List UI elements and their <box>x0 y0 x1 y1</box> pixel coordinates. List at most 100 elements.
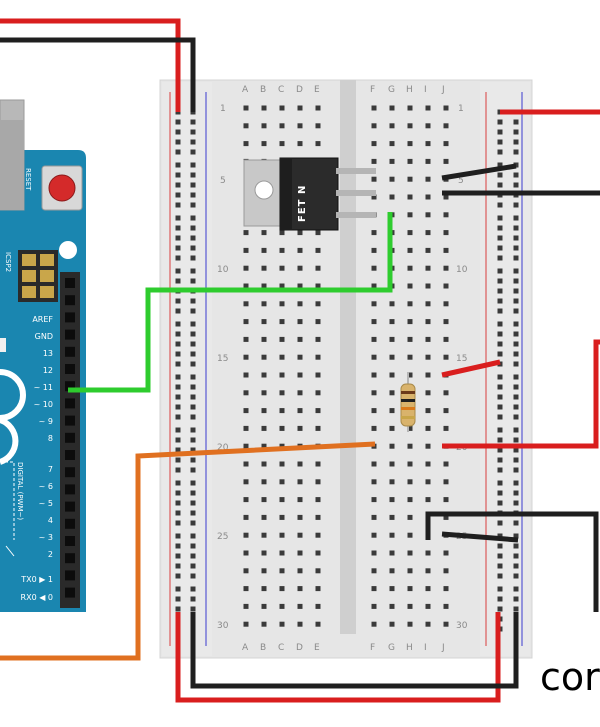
breadboard-hole[interactable] <box>175 480 181 486</box>
breadboard-hole[interactable] <box>261 105 267 111</box>
breadboard-hole[interactable] <box>443 158 449 164</box>
breadboard-hole[interactable] <box>297 532 303 538</box>
breadboard-hole[interactable] <box>190 404 196 410</box>
breadboard-hole[interactable] <box>389 319 395 325</box>
breadboard-hole[interactable] <box>513 288 519 294</box>
breadboard-hole[interactable] <box>175 586 181 592</box>
breadboard-hole[interactable] <box>513 480 519 486</box>
breadboard-hole[interactable] <box>190 298 196 304</box>
breadboard-hole[interactable] <box>190 457 196 463</box>
breadboard-hole[interactable] <box>315 514 321 520</box>
breadboard-hole[interactable] <box>190 278 196 284</box>
breadboard-hole[interactable] <box>371 141 377 147</box>
breadboard-hole[interactable] <box>389 497 395 503</box>
breadboard-hole[interactable] <box>497 235 503 241</box>
breadboard-hole[interactable] <box>425 354 431 360</box>
breadboard-hole[interactable] <box>279 514 285 520</box>
breadboard-hole[interactable] <box>315 319 321 325</box>
breadboard-hole[interactable] <box>279 621 285 627</box>
breadboard-hole[interactable] <box>261 586 267 592</box>
header-pin[interactable] <box>65 346 75 357</box>
breadboard-hole[interactable] <box>175 427 181 433</box>
breadboard-hole[interactable] <box>389 532 395 538</box>
breadboard-hole[interactable] <box>371 514 377 520</box>
header-pin[interactable] <box>65 364 75 374</box>
wire-black-top-left[interactable] <box>0 37 196 112</box>
breadboard-hole[interactable] <box>190 255 196 261</box>
header-pin[interactable] <box>65 570 75 581</box>
breadboard-hole[interactable] <box>425 461 431 467</box>
breadboard-hole[interactable] <box>371 123 377 129</box>
breadboard-hole[interactable] <box>407 212 413 218</box>
breadboard-hole[interactable] <box>243 247 249 253</box>
wire-red-bottom-loop[interactable] <box>175 612 501 703</box>
breadboard-hole[interactable] <box>243 443 249 449</box>
breadboard-hole[interactable] <box>371 461 377 467</box>
breadboard-hole[interactable] <box>513 351 519 357</box>
breadboard-hole[interactable] <box>389 158 395 164</box>
breadboard-hole[interactable] <box>389 301 395 307</box>
breadboard-hole[interactable] <box>190 573 196 579</box>
breadboard-hole[interactable] <box>497 500 503 506</box>
breadboard-hole[interactable] <box>513 341 519 347</box>
breadboard-hole[interactable] <box>175 361 181 367</box>
breadboard-hole[interactable] <box>371 283 377 289</box>
breadboard-hole[interactable] <box>175 341 181 347</box>
breadboard-hole[interactable] <box>513 139 519 145</box>
breadboard-hole[interactable] <box>175 447 181 453</box>
breadboard-hole[interactable] <box>243 425 249 431</box>
breadboard-hole[interactable] <box>297 123 303 129</box>
breadboard-hole[interactable] <box>279 283 285 289</box>
breadboard-hole[interactable] <box>425 479 431 485</box>
breadboard-hole[interactable] <box>175 235 181 241</box>
breadboard-hole[interactable] <box>190 414 196 420</box>
breadboard-hole[interactable] <box>425 603 431 609</box>
breadboard-hole[interactable] <box>497 139 503 145</box>
breadboard-hole[interactable] <box>190 394 196 400</box>
breadboard-hole[interactable] <box>190 202 196 208</box>
breadboard-hole[interactable] <box>243 621 249 627</box>
breadboard-hole[interactable] <box>425 230 431 236</box>
breadboard-hole[interactable] <box>407 176 413 182</box>
breadboard-hole[interactable] <box>190 467 196 473</box>
breadboard-hole[interactable] <box>175 225 181 231</box>
breadboard-hole[interactable] <box>279 550 285 556</box>
breadboard-hole[interactable] <box>175 573 181 579</box>
breadboard-hole[interactable] <box>497 215 503 221</box>
breadboard-hole[interactable] <box>407 514 413 520</box>
wire-black-rail-jumper[interactable] <box>441 531 519 543</box>
breadboard-hole[interactable] <box>407 123 413 129</box>
header-pin[interactable] <box>65 432 75 443</box>
breadboard-hole[interactable] <box>513 308 519 314</box>
breadboard-hole[interactable] <box>513 404 519 410</box>
breadboard-hole[interactable] <box>175 533 181 539</box>
breadboard-hole[interactable] <box>243 265 249 271</box>
breadboard-hole[interactable] <box>371 265 377 271</box>
breadboard-hole[interactable] <box>497 553 503 559</box>
breadboard-hole[interactable] <box>425 443 431 449</box>
breadboard-hole[interactable] <box>261 514 267 520</box>
breadboard-hole[interactable] <box>261 621 267 627</box>
breadboard-hole[interactable] <box>513 596 519 602</box>
breadboard-hole[interactable] <box>243 283 249 289</box>
wire-black-mosfet-rail[interactable] <box>441 163 517 181</box>
breadboard-hole[interactable] <box>497 374 503 380</box>
breadboard-hole[interactable] <box>190 520 196 526</box>
breadboard-hole[interactable] <box>513 361 519 367</box>
breadboard-hole[interactable] <box>261 497 267 503</box>
breadboard-hole[interactable] <box>513 500 519 506</box>
breadboard-hole[interactable] <box>297 301 303 307</box>
breadboard-hole[interactable] <box>175 374 181 380</box>
breadboard-hole[interactable] <box>513 586 519 592</box>
breadboard-hole[interactable] <box>371 603 377 609</box>
breadboard-hole[interactable] <box>407 319 413 325</box>
breadboard-hole[interactable] <box>389 390 395 396</box>
breadboard-hole[interactable] <box>425 141 431 147</box>
breadboard-hole[interactable] <box>497 225 503 231</box>
breadboard-hole[interactable] <box>315 550 321 556</box>
breadboard-hole[interactable] <box>190 374 196 380</box>
breadboard-hole[interactable] <box>315 461 321 467</box>
breadboard-hole[interactable] <box>389 372 395 378</box>
breadboard-hole[interactable] <box>371 372 377 378</box>
breadboard-hole[interactable] <box>407 586 413 592</box>
